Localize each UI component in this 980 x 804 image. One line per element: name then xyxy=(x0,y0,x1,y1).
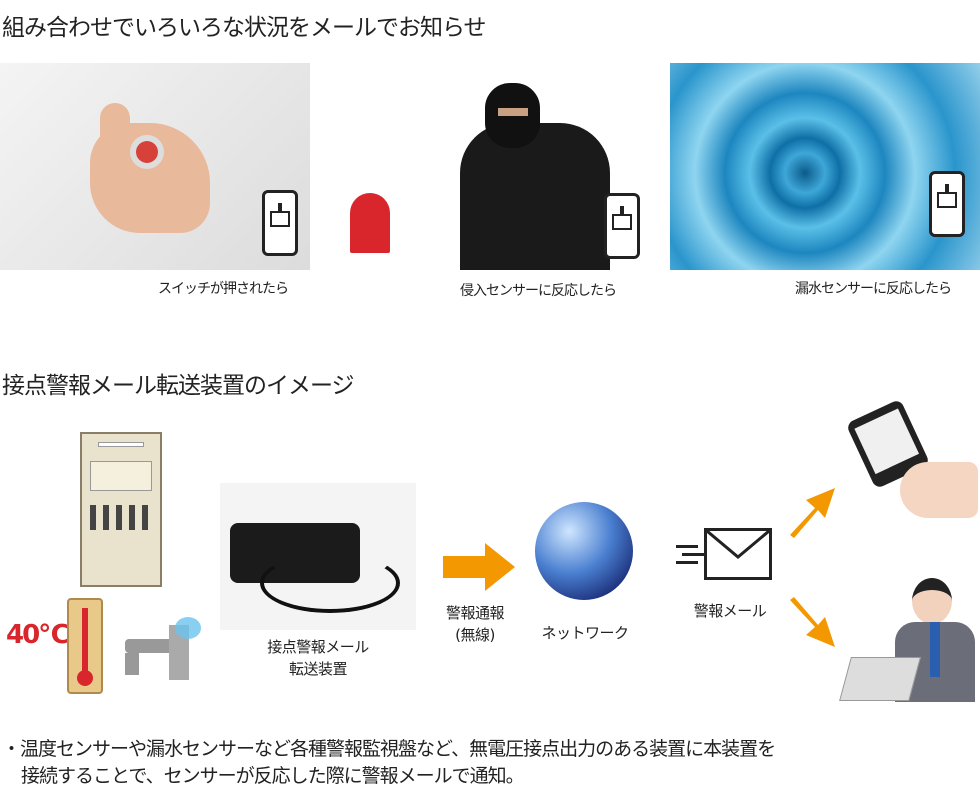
device-label-line2: 転送装置 xyxy=(288,660,348,678)
laptop-image xyxy=(839,657,921,701)
bullet-mark: ・ xyxy=(2,738,21,760)
network-label: ネットワーク xyxy=(541,624,629,642)
speed-lines xyxy=(676,545,698,548)
transfer-device-photo xyxy=(220,483,416,630)
wireless-label-line1: 警報通報 xyxy=(445,604,505,622)
siren-icon xyxy=(350,193,390,253)
switch-button-image xyxy=(130,135,164,169)
mail-envelope-icon xyxy=(704,528,772,580)
arrow-up-right-icon xyxy=(790,488,835,538)
intruder-photo xyxy=(330,63,650,270)
water-leak-photo xyxy=(670,63,980,270)
phone-mail-icon xyxy=(929,171,965,237)
thermometer-icon xyxy=(67,598,103,694)
arrow-down-right-icon xyxy=(790,597,835,647)
arrow-right-icon xyxy=(443,556,487,578)
caption-intrusion: 侵入センサーに反応したら xyxy=(460,283,617,299)
section-title-overview: 接点警報メール転送装置のイメージ xyxy=(2,373,355,399)
hand-image xyxy=(900,462,978,518)
wireless-label-line2: (無線) xyxy=(455,626,495,644)
mail-label: 警報メール xyxy=(693,602,767,620)
phone-mail-icon xyxy=(262,190,298,256)
caption-water-leak: 漏水センサーに反応したら xyxy=(795,281,952,297)
switch-photo xyxy=(0,63,310,270)
note-line2: 接続することで、センサーが反応した際に警報メールで通知。 xyxy=(21,765,525,787)
section-title-notifications: 組み合わせでいろいろな状況をメールでお知らせ xyxy=(2,15,487,41)
intruder-image xyxy=(460,123,610,270)
caption-switch: スイッチが押されたら xyxy=(158,281,289,297)
note-line1: ・温度センサーや漏水センサーなど各種警報監視盤など、無電圧接点出力のある装置に本… xyxy=(2,738,776,760)
alarm-panel-image xyxy=(80,432,162,587)
phone-mail-icon xyxy=(604,193,640,259)
person-image xyxy=(912,578,952,624)
globe-network-icon xyxy=(535,502,633,600)
faucet-icon xyxy=(125,617,201,680)
temperature-reading: 40℃ xyxy=(6,620,70,650)
device-label-line1: 接点警報メール xyxy=(267,638,369,656)
